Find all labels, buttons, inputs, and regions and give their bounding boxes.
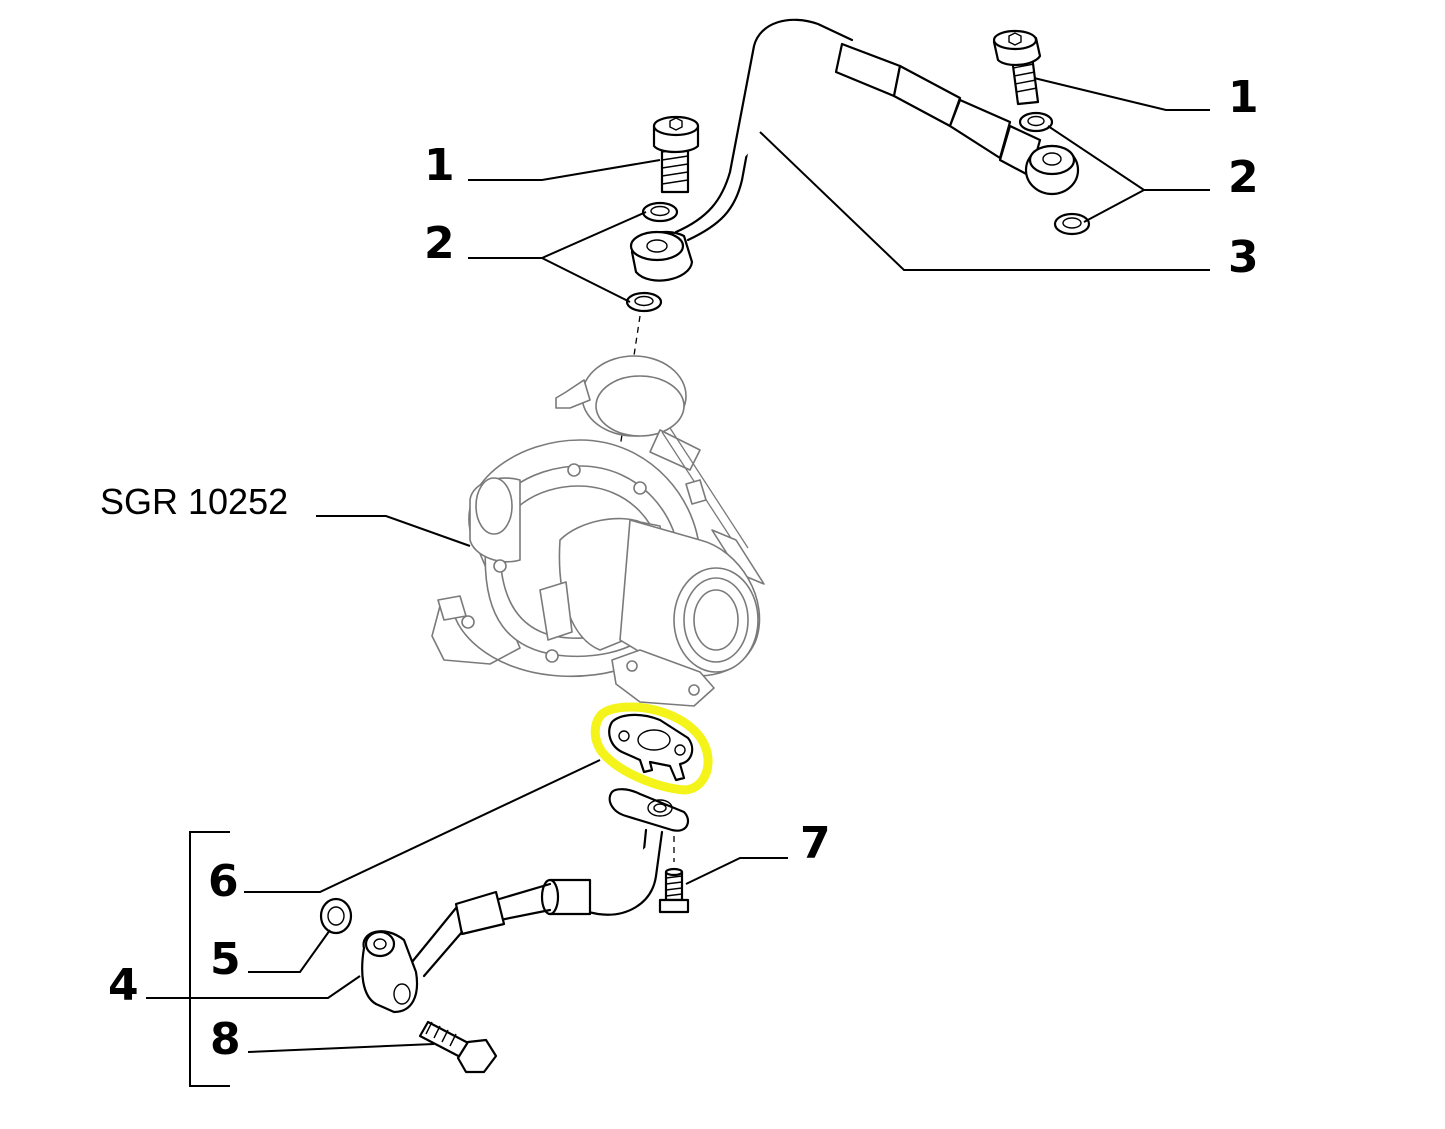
callout-7: 7 <box>800 818 831 869</box>
banjo-bolt-top-right <box>992 29 1042 106</box>
callout-5: 5 <box>210 934 241 985</box>
banjo-bolt-bottom <box>418 1020 498 1074</box>
sealing-washer-top-right-lower <box>1053 212 1091 236</box>
callout-8: 8 <box>210 1014 241 1065</box>
highlight-ring <box>590 702 713 795</box>
callout-4: 4 <box>108 960 139 1011</box>
callout-1-top-left: 1 <box>424 140 455 191</box>
oil-return-pipe <box>361 788 690 1014</box>
sealing-washer-top-right-upper <box>1018 111 1054 133</box>
callout-6: 6 <box>208 856 239 907</box>
oil-return-gasket <box>608 713 694 782</box>
callout-1-top-right: 1 <box>1228 72 1259 123</box>
banjo-bolt-top-left <box>652 115 700 194</box>
turbocharger <box>431 355 765 707</box>
sealing-washer-top-left-lower <box>625 291 663 313</box>
callout-2-top-right: 2 <box>1228 152 1259 203</box>
sealing-washer-top-left-upper <box>641 201 679 223</box>
reference-label: SGR 10252 <box>100 481 288 522</box>
callout-3-top-right: 3 <box>1228 232 1259 283</box>
leader-lines <box>146 77 1210 1087</box>
flange-bolt <box>658 836 690 914</box>
sealing-washer-bottom <box>319 897 353 935</box>
callout-2-top-left: 2 <box>424 218 455 269</box>
oil-feed-pipe <box>629 18 1080 282</box>
